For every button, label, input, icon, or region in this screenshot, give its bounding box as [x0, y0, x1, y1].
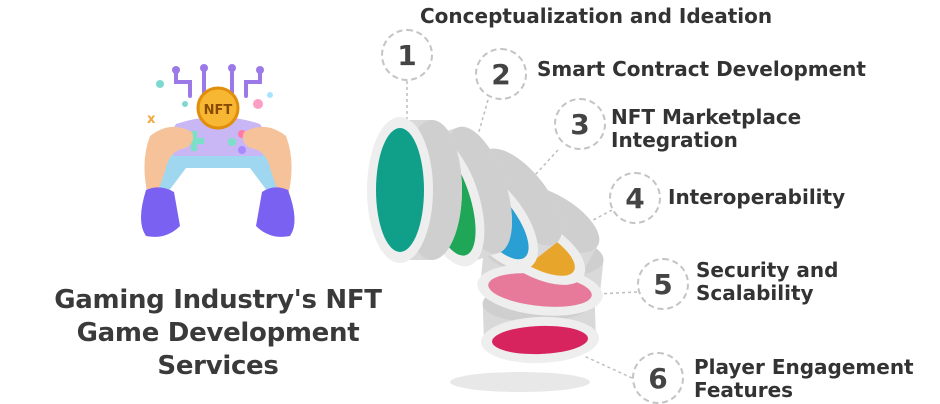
- connector-6: [583, 355, 633, 379]
- title-line-3: Services: [157, 351, 279, 381]
- disc-6-color: [492, 325, 588, 355]
- step-3-number: 3: [554, 98, 606, 150]
- right-sleeve: [256, 187, 295, 237]
- step-4-label-line-1: Interoperability: [668, 185, 846, 209]
- left-sleeve: [141, 187, 180, 237]
- title-line-1: Gaming Industry's NFT: [54, 285, 382, 315]
- disc-1: [367, 117, 462, 263]
- disc-shadow: [450, 372, 590, 392]
- circuit-lines: [174, 68, 262, 98]
- title-line-2: Game Development: [76, 318, 360, 348]
- step-1-label: Conceptualization and Ideation: [420, 5, 772, 28]
- step-1-label-line-1: Conceptualization and Ideation: [420, 4, 773, 28]
- step-5-number: 5: [637, 258, 689, 310]
- connector-5: [595, 291, 638, 295]
- right-hand: [242, 126, 292, 198]
- step-5-label-line-1: Security and: [696, 258, 839, 282]
- step-6-label-line-1: Player Engagement: [694, 355, 914, 379]
- svg-text:x: x: [147, 112, 156, 127]
- page-title: Gaming Industry's NFT Game Development S…: [40, 284, 396, 383]
- step-2-label-line-1: Smart Contract Development: [537, 57, 866, 81]
- step-2-number: 2: [475, 48, 527, 100]
- nft-badge: NFT: [204, 103, 233, 118]
- step-3-label: NFT Marketplace Integration: [611, 106, 801, 152]
- step-6-label-line-2: Features: [694, 378, 794, 402]
- step-5-label: Security and Scalability: [696, 259, 838, 305]
- connector-3: [534, 149, 559, 176]
- step-2-label: Smart Contract Development: [537, 58, 866, 81]
- step-6-number: 6: [632, 352, 684, 404]
- step-5-label-line-2: Scalability: [696, 281, 814, 305]
- step-4-label: Interoperability: [668, 186, 845, 209]
- sparkle-icon: x: [147, 80, 273, 127]
- left-hand: [144, 126, 194, 198]
- step-6-label: Player Engagement Features: [694, 356, 914, 402]
- nft-coin: [196, 86, 240, 130]
- step-4-number: 4: [609, 172, 661, 224]
- step-3-label-line-1: NFT Marketplace: [611, 105, 802, 129]
- disc-1-color: [376, 128, 424, 252]
- connector-2: [477, 99, 489, 136]
- step-3-label-line-2: Integration: [611, 128, 738, 152]
- step-1-number: 1: [381, 29, 433, 81]
